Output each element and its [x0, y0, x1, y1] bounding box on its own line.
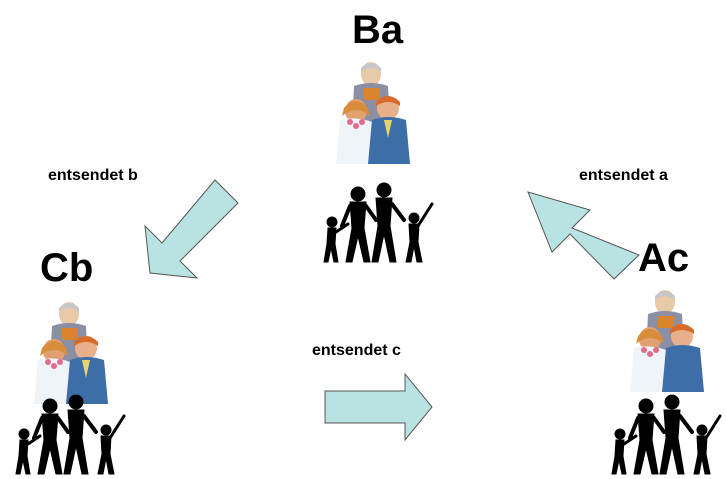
- wedding-ceremony-icon: [34, 302, 108, 404]
- family-silhouette-icon: [15, 394, 126, 475]
- wedding-ceremony-icon: [630, 290, 704, 392]
- arrow-entsendet-c: [324, 372, 433, 442]
- node-label-ac: Ac: [638, 236, 690, 280]
- family-silhouette-icon: [323, 182, 434, 263]
- node-label-cb: Cb: [40, 246, 94, 290]
- wedding-ceremony-icon: [336, 62, 410, 164]
- edge-label-c: entsendet c: [312, 342, 401, 359]
- edge-label-b: entsendet b: [48, 167, 138, 184]
- node-label-ba: Ba: [352, 8, 404, 52]
- edge-label-a: entsendet a: [579, 167, 668, 184]
- family-silhouette-icon: [611, 394, 722, 475]
- arrow-entsendet-a: [527, 191, 640, 280]
- arrow-entsendet-b: [144, 179, 239, 279]
